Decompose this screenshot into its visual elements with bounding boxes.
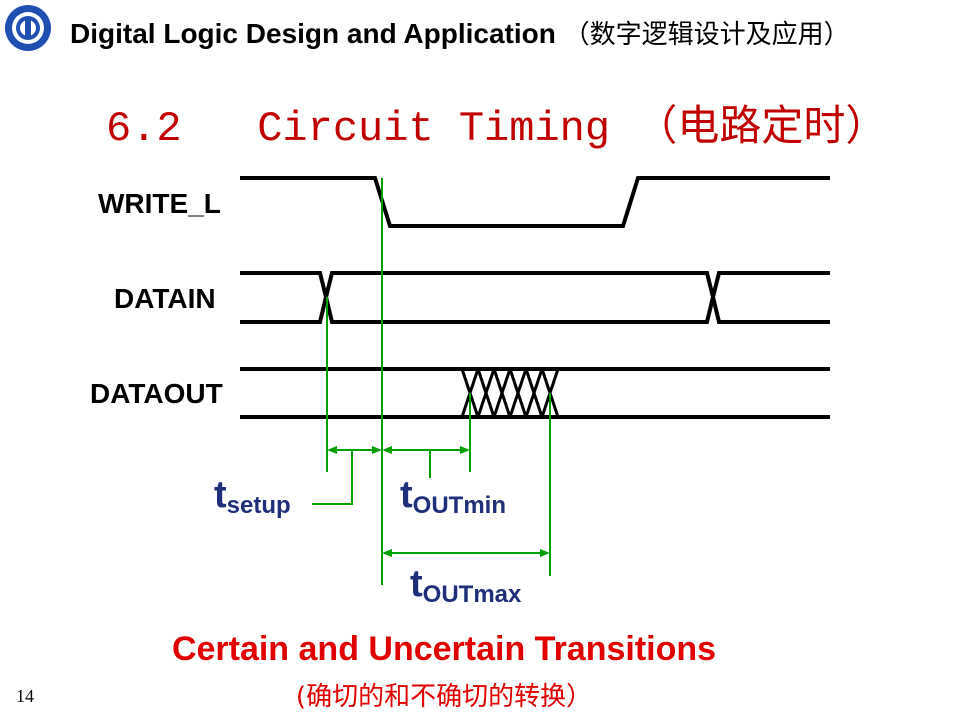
course-title-cn: （数字逻辑设计及应用） [563, 20, 850, 50]
university-seal-icon [5, 5, 51, 51]
write-l-waveform [240, 176, 830, 228]
course-title: Digital Logic Design and Application [70, 18, 556, 49]
out-max-time-label: tOUTmax [410, 563, 521, 609]
out-max-time-t: t [410, 563, 423, 605]
signal-label-datain: DATAIN [114, 283, 216, 314]
out-max-time-subscript: OUTmax [422, 581, 522, 608]
out-min-time-subscript: OUTmin [412, 492, 506, 519]
slide-title-cn: （电路定时） [635, 101, 888, 150]
slide-title-en: 6.2 Circuit Timing [106, 105, 611, 153]
datain-waveform-high [240, 271, 830, 298]
setup-leader-line [312, 450, 353, 505]
setup-time-t: t [214, 474, 227, 516]
signal-label-dataout: DATAOUT [90, 378, 223, 409]
course-header: Digital Logic Design and Application （数字… [70, 14, 850, 51]
setup-time-label: tsetup [214, 474, 291, 520]
university-logo [4, 4, 52, 52]
out-min-time-label: tOUTmin [400, 474, 506, 520]
page-number: 14 [16, 686, 34, 706]
signal-label-write-l: WRITE_L [98, 188, 221, 219]
caption-chinese: (确切的和不确切的转换） [295, 682, 593, 712]
out-min-time-t: t [400, 474, 413, 516]
datain-waveform-low [240, 296, 830, 324]
dataout-uncertain-transitions [460, 367, 560, 419]
setup-time-subscript: setup [226, 492, 291, 519]
caption-english: Certain and Uncertain Transitions [171, 630, 717, 668]
slide-title: 6.2 Circuit Timing （电路定时） [106, 92, 887, 153]
